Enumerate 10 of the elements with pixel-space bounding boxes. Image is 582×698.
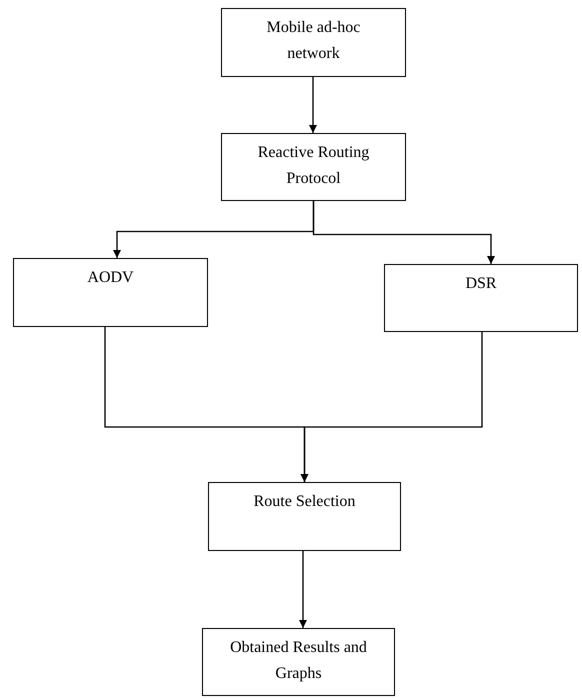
- arrow: [299, 551, 307, 628]
- process-box: DSR: [384, 264, 578, 332]
- process-box: Mobile ad-hoc network: [221, 8, 406, 77]
- arrow: [300, 332, 483, 482]
- process-box: Obtained Results and Graphs: [202, 628, 395, 696]
- process-box: Route Selection: [208, 482, 401, 551]
- arrow: [312, 201, 495, 264]
- process-box: AODV: [13, 258, 208, 327]
- process-box: Reactive Routing Protocol: [221, 133, 406, 201]
- arrow: [309, 77, 317, 133]
